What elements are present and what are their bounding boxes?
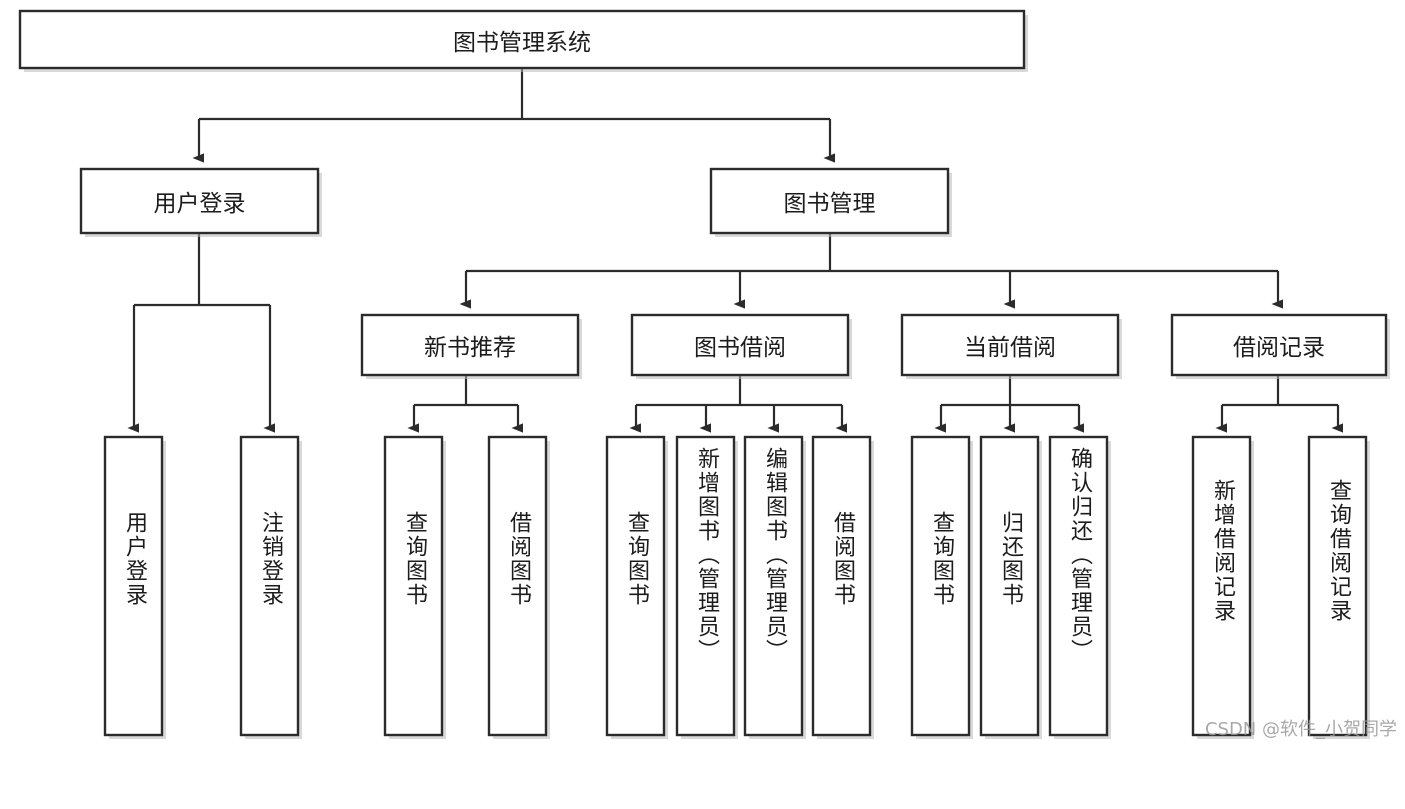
node-root[interactable]	[18, 9, 1028, 72]
edge-group-current-borrow-to-leaves	[934, 375, 1084, 433]
edge-group-user-login-to-leaves	[127, 233, 275, 433]
node-user-login[interactable]	[79, 167, 322, 237]
node-leaf-borrow-book-1[interactable]	[487, 435, 550, 739]
node-leaf-query-record[interactable]	[1307, 435, 1370, 739]
node-current-borrow[interactable]	[900, 313, 1122, 379]
edge-group-new-book-recommend-to-leaves	[407, 375, 523, 433]
edge-group-borrow-record-to-leaves	[1215, 375, 1343, 433]
edge-group-book-borrow-to-leaves	[629, 375, 847, 433]
node-leaf-borrow-book-2[interactable]	[811, 435, 874, 739]
node-borrow-record[interactable]	[1170, 313, 1390, 379]
edge-group-root-to-level2	[192, 68, 835, 163]
diagram-svg	[18, 9, 1390, 739]
node-leaf-query-book-3[interactable]	[910, 435, 973, 739]
node-leaf-return-book[interactable]	[979, 435, 1042, 739]
node-leaf-add-record[interactable]	[1191, 435, 1254, 739]
node-new-book-recommend[interactable]	[360, 313, 582, 379]
node-leaf-query-book-2[interactable]	[605, 435, 668, 739]
node-leaf-user-login[interactable]	[103, 435, 166, 739]
node-leaf-add-book[interactable]	[675, 435, 738, 739]
flowchart-canvas: 图书管理系统 用户登录 图书管理 新书推荐 图书借阅 当前借阅 借阅记录 用户登…	[18, 9, 1397, 740]
node-book-manage[interactable]	[709, 167, 952, 237]
node-leaf-edit-book[interactable]	[743, 435, 806, 739]
node-book-borrow[interactable]	[630, 313, 852, 379]
edge-group-book-manage-to-level3	[459, 233, 1283, 309]
node-leaf-user-logout[interactable]	[239, 435, 302, 739]
csdn-watermark: CSDN @软件_小贺同学	[1204, 719, 1397, 740]
node-leaf-query-book-1[interactable]	[383, 435, 446, 739]
node-leaf-confirm-return[interactable]	[1048, 435, 1111, 739]
